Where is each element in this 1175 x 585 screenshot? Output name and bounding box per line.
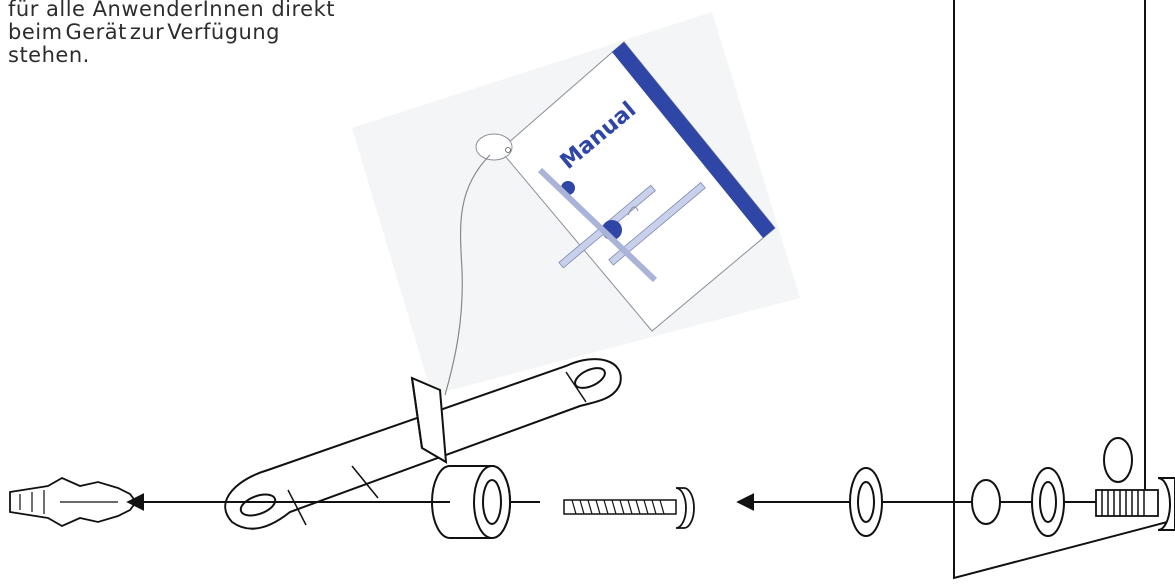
- device-mounting-hole-upper: [1103, 437, 1133, 483]
- device-mounting-hole-lower: [971, 479, 1001, 525]
- spacer-inner-hole: [482, 479, 502, 525]
- instruction-line-3: stehen.: [8, 43, 90, 67]
- washer-right-inner: [1039, 481, 1057, 523]
- instruction-word-geraet: Gerät: [65, 20, 127, 44]
- manual-slider-rod: [537, 167, 658, 283]
- screw-head: [675, 487, 695, 529]
- mounting-strap: [224, 358, 622, 530]
- washer-middle: [849, 467, 883, 537]
- instruction-line-1: für alle AnwenderInnen direkt: [8, 0, 335, 21]
- strap-segment-line-1: [287, 489, 307, 526]
- device-panel-outline: [953, 0, 1175, 580]
- manual-card: Manual: [352, 12, 800, 395]
- machine-screw-head: [1157, 477, 1175, 531]
- strap-left-eyelet: [239, 493, 277, 517]
- instruction-word-zur: zur: [129, 20, 165, 44]
- washer-right: [1031, 467, 1065, 537]
- instruction-text: für alle AnwenderInnen direkt beim Gerät…: [8, 0, 335, 67]
- screw-thread: [571, 499, 665, 515]
- instruction-word-beim: beim: [8, 20, 63, 44]
- spacer-sleeve: [431, 465, 511, 539]
- manual-hole: [505, 147, 511, 153]
- manual-hole-loop: [475, 133, 513, 161]
- machine-screw-thread: [1101, 490, 1145, 516]
- instruction-line-2: beim Gerät zur Verfügung: [8, 21, 280, 44]
- strap-fold-line: [411, 377, 423, 449]
- instruction-word-verfuegung: Verfügung: [167, 20, 280, 44]
- strap-right-eyelet: [574, 367, 606, 389]
- machine-screw-shank: [1095, 489, 1159, 517]
- manual-string: [444, 154, 491, 396]
- strap-segment-line-2: [351, 465, 379, 499]
- washer-inner: [857, 481, 875, 523]
- wood-screw: [563, 487, 695, 529]
- strap-segment-line-3: [565, 371, 587, 403]
- wall-anchor-dowel: [9, 476, 138, 528]
- manual-slider-hook: [627, 206, 639, 216]
- manual-spine-stripe: [612, 42, 775, 238]
- machine-screw: [1095, 477, 1175, 531]
